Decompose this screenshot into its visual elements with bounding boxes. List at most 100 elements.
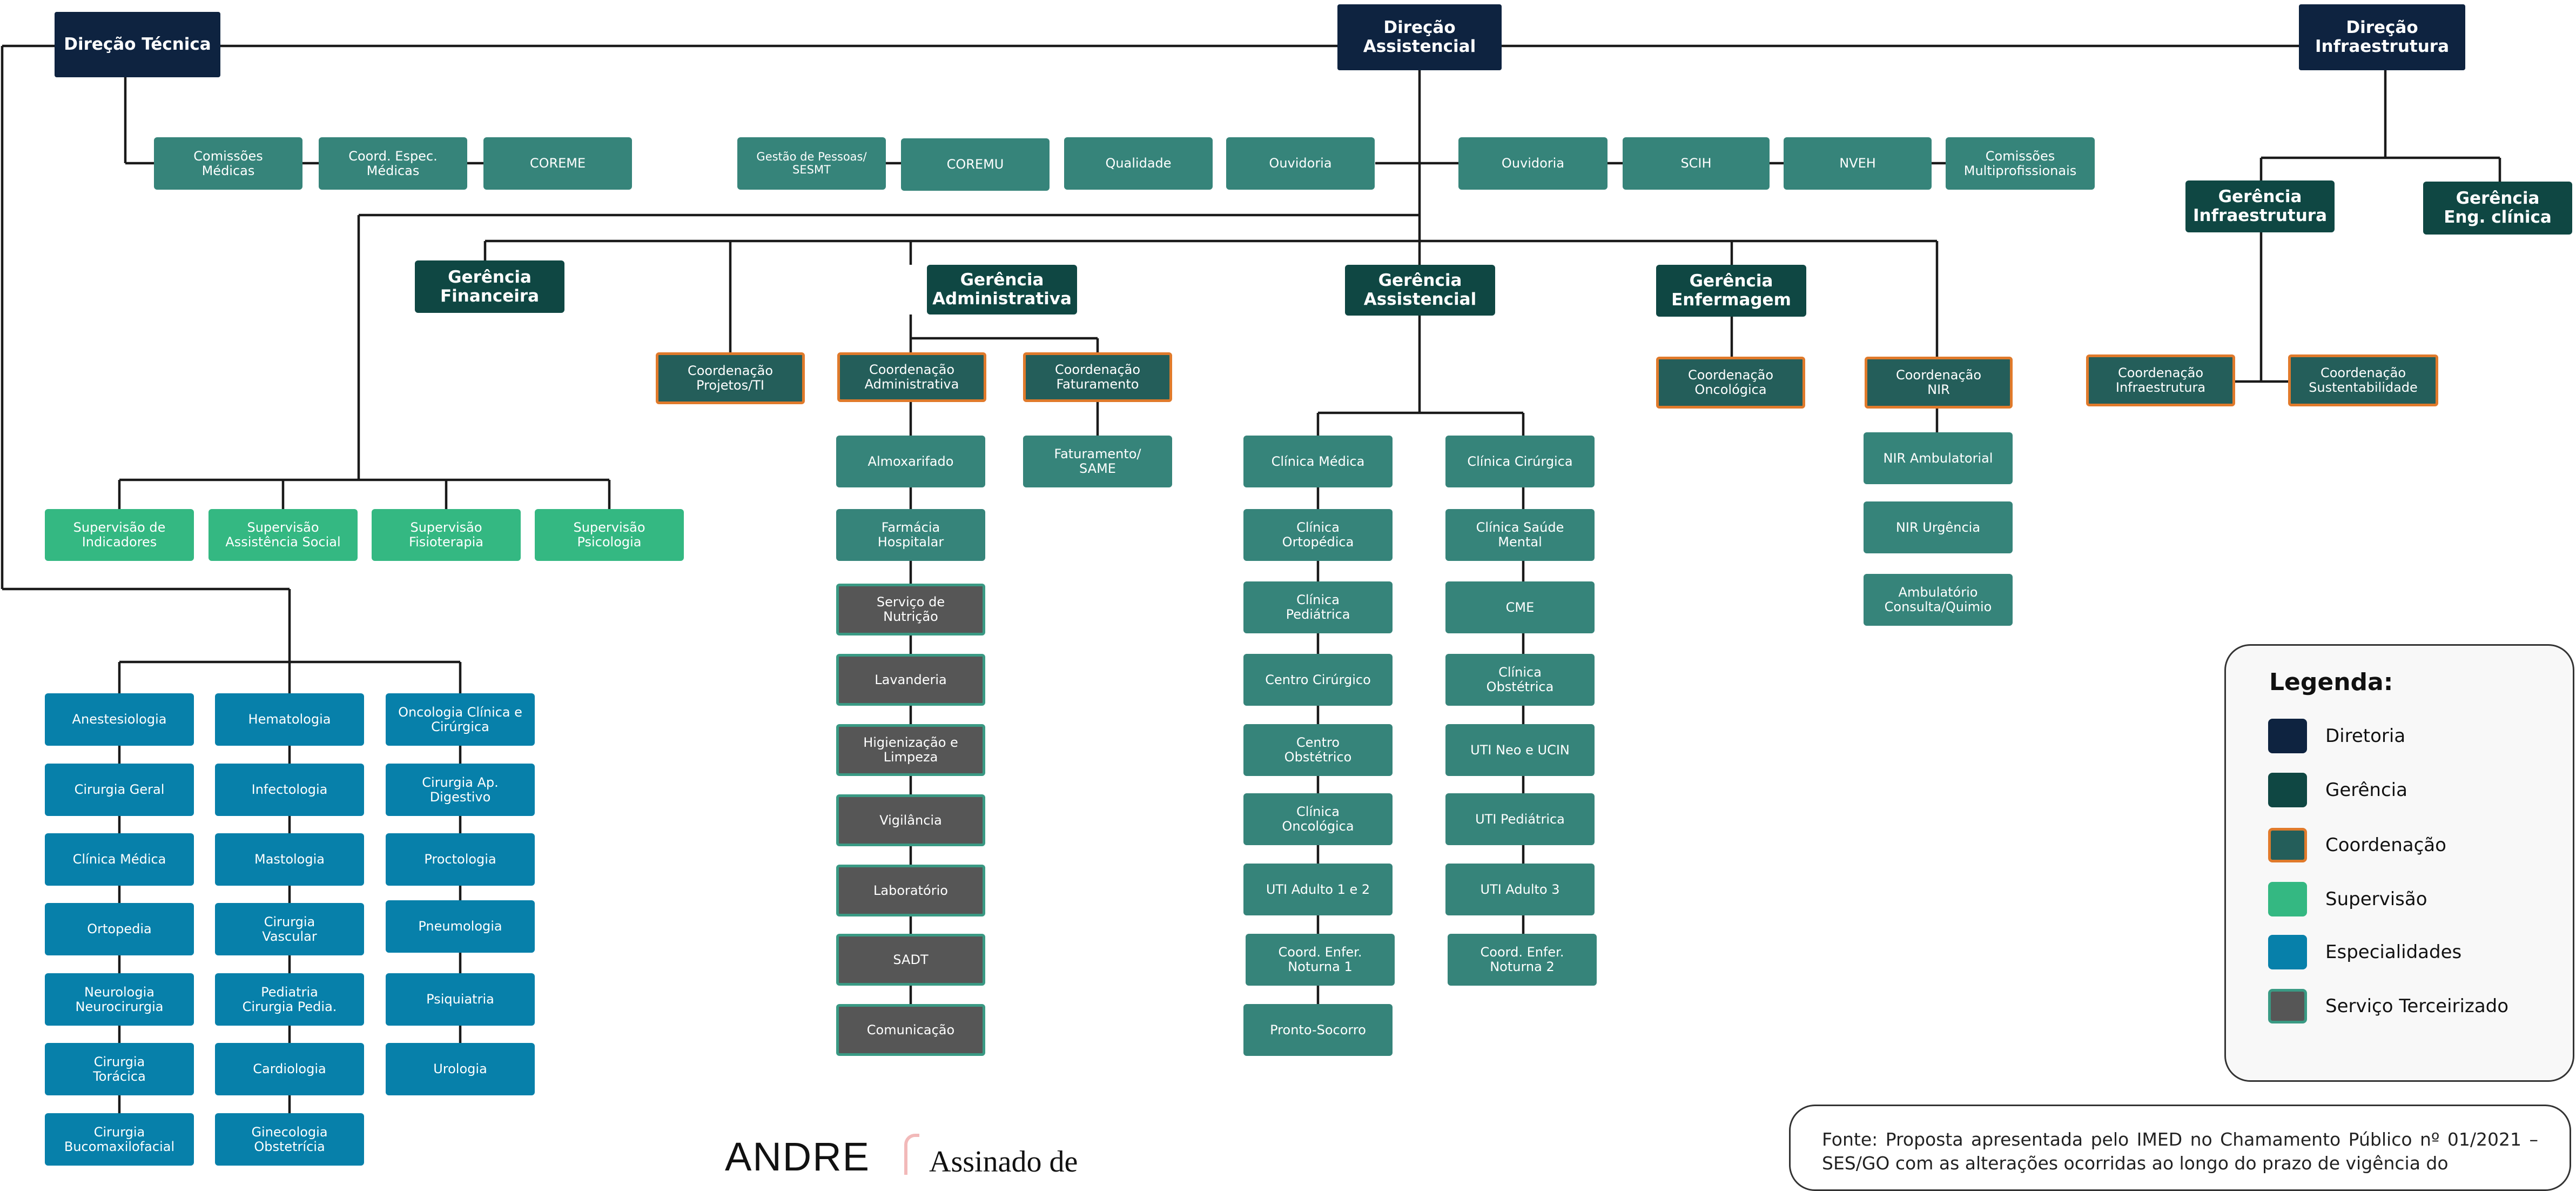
legend-item-servico-terceirizado: Serviço Terceirizado <box>2268 987 2508 1025</box>
especialidade-ginecologia: Ginecologia Obstetrícia <box>215 1113 364 1166</box>
legend-label: Supervisão <box>2325 888 2427 910</box>
setor-uti-adulto-3: UTI Adulto 3 <box>1445 864 1595 915</box>
especialidade-bucomaxilofacial: Cirurgia Bucomaxilofacial <box>45 1113 194 1166</box>
signature-name: ANDRE <box>725 1134 871 1179</box>
coordenacao-faturamento: Coordenação Faturamento <box>1023 352 1172 402</box>
terceirizado-sadt: SADT <box>836 934 985 986</box>
setor-uti-neo-ucin: UTI Neo e UCIN <box>1445 724 1595 776</box>
setor-coord-espec-medicas: Coord. Espec. Médicas <box>319 137 467 190</box>
setor-ouvidoria-1: Ouvidoria <box>1226 137 1375 190</box>
legend-item-diretoria: Diretoria <box>2268 717 2405 755</box>
setor-ouvidoria-2: Ouvidoria <box>1458 137 1608 190</box>
setor-comissoes-medicas: Comissões Médicas <box>154 137 302 190</box>
legend-label: Serviço Terceirizado <box>2325 995 2509 1017</box>
terceirizado-lavanderia: Lavanderia <box>836 654 985 706</box>
legend-item-supervisao: Supervisão <box>2268 880 2427 918</box>
setor-ambulatorio-consulta: Ambulatório Consulta/Quimio <box>1864 574 2013 626</box>
setor-cme: CME <box>1445 581 1595 633</box>
signature-mark-icon <box>904 1134 919 1175</box>
gerencia-infraestrutura: Gerência Infraestrutura <box>2185 180 2335 232</box>
setor-coord-enfer-noturna-2: Coord. Enfer. Noturna 2 <box>1448 934 1597 986</box>
coordenacao-sustentabilidade: Coordenação Sustentabilidade <box>2288 354 2438 406</box>
setor-nveh: NVEH <box>1784 137 1932 190</box>
gerencia-eng-clinica: Gerência Eng. clínica <box>2423 182 2572 235</box>
setor-clinica-cirurgica: Clínica Cirúrgica <box>1445 436 1595 487</box>
especialidade-cirurgia-toracica: Cirurgia Torácica <box>45 1043 194 1095</box>
especialidade-infectologia: Infectologia <box>215 764 364 816</box>
legend-label: Coordenação <box>2325 834 2446 856</box>
setor-coreme: COREME <box>483 137 632 190</box>
setor-uti-adulto-1-2: UTI Adulto 1 e 2 <box>1243 864 1393 915</box>
supervisao-indicadores: Supervisão de Indicadores <box>45 509 194 561</box>
especialidade-pediatria: Pediatria Cirurgia Pedia. <box>215 973 364 1026</box>
setor-centro-cirurgico: Centro Cirúrgico <box>1243 654 1393 706</box>
legend-label: Especialidades <box>2325 941 2462 963</box>
especialidade-cardiologia: Cardiologia <box>215 1043 364 1095</box>
coordenacao-oncologica: Coordenação Oncológica <box>1656 357 1805 409</box>
setor-gestao-pessoas: Gestão de Pessoas/ SESMT <box>737 137 886 190</box>
terceirizado-vigilancia: Vigilância <box>836 794 985 846</box>
terceirizado-higienizacao: Higienização e Limpeza <box>836 724 985 776</box>
especialidade-anestesiologia: Anestesiologia <box>45 693 194 746</box>
coordenacao-nir: Coordenação NIR <box>1865 357 2013 409</box>
setor-scih: SCIH <box>1623 137 1770 190</box>
especialidade-pneumologia: Pneumologia <box>386 900 535 953</box>
especialidade-mastologia: Mastologia <box>215 833 364 886</box>
legend-item-gerencia: Gerência <box>2268 771 2407 809</box>
setor-centro-obstetrico: Centro Obstétrico <box>1243 724 1393 776</box>
setor-qualidade: Qualidade <box>1064 137 1213 190</box>
legend-swatch <box>2268 935 2307 969</box>
signature-text: Assinado de <box>929 1145 1078 1179</box>
especialidade-neurologia: Neurologia Neurocirurgia <box>45 973 194 1026</box>
terceirizado-laboratorio: Laboratório <box>836 865 985 916</box>
setor-almoxarifado: Almoxarifado <box>836 436 985 487</box>
terceirizado-comunicacao: Comunicação <box>836 1004 985 1056</box>
setor-coremu: COREMU <box>901 138 1050 191</box>
setor-comissoes-multiprofissionais: Comissões Multiprofissionais <box>1946 137 2095 190</box>
source-note: Fonte: Proposta apresentada pelo IMED no… <box>1789 1105 2571 1191</box>
legend-swatch <box>2268 882 2307 916</box>
gerencia-assistencial: Gerência Assistencial <box>1345 265 1495 316</box>
setor-clinica-saude-mental: Clínica Saúde Mental <box>1445 509 1595 561</box>
legend-swatch <box>2268 989 2307 1023</box>
setor-faturamento-same: Faturamento/ SAME <box>1023 436 1172 487</box>
setor-clinica-ortopedica: Clínica Ortopédica <box>1243 509 1393 561</box>
setor-clinica-pediatrica: Clínica Pediátrica <box>1243 581 1393 633</box>
especialidade-psiquiatria: Psiquiatria <box>386 973 535 1026</box>
legend-item-coordenacao: Coordenação <box>2268 826 2446 864</box>
legend-label: Gerência <box>2325 779 2407 801</box>
legend: Legenda: Diretoria Gerência Coordenação … <box>2224 644 2574 1082</box>
legend-swatch <box>2268 828 2307 862</box>
setor-pronto-socorro: Pronto-Socorro <box>1243 1004 1393 1056</box>
especialidade-oncologia: Oncologia Clínica e Cirúrgica <box>386 693 535 746</box>
legend-swatch <box>2268 773 2307 807</box>
especialidade-ortopedia: Ortopedia <box>45 903 194 955</box>
coordenacao-administrativa: Coordenação Administrativa <box>837 352 986 402</box>
legend-swatch <box>2268 719 2307 753</box>
legend-label: Diretoria <box>2325 725 2406 747</box>
gerencia-enfermagem: Gerência Enfermagem <box>1656 265 1806 317</box>
setor-clinica-medica: Clínica Médica <box>1243 436 1393 487</box>
especialidade-urologia: Urologia <box>386 1043 535 1095</box>
setor-uti-pediatrica: UTI Pediátrica <box>1445 793 1595 845</box>
setor-clinica-oncologica: Clínica Oncológica <box>1243 793 1393 845</box>
gerencia-financeira: Gerência Financeira <box>415 260 564 313</box>
especialidade-proctologia: Proctologia <box>386 833 535 886</box>
legend-item-especialidades: Especialidades <box>2268 933 2461 971</box>
especialidade-cirurgia-geral: Cirurgia Geral <box>45 764 194 816</box>
especialidade-clinica-medica: Clínica Médica <box>45 833 194 886</box>
diretoria-assistencial: Direção Assistencial <box>1337 4 1502 70</box>
gerencia-administrativa: Gerência Administrativa <box>927 265 1077 315</box>
legend-title: Legenda: <box>2269 668 2393 696</box>
supervisao-fisioterapia: Supervisão Fisioterapia <box>372 509 521 561</box>
setor-clinica-obstetrica: Clínica Obstétrica <box>1445 654 1595 706</box>
setor-nir-ambulatorial: NIR Ambulatorial <box>1864 432 2013 484</box>
especialidade-cirurgia-vascular: Cirurgia Vascular <box>215 903 364 955</box>
setor-nir-urgencia: NIR Urgência <box>1864 501 2013 553</box>
setor-farmacia-hospitalar: Farmácia Hospitalar <box>836 509 985 561</box>
diretoria-tecnica: Direção Técnica <box>55 12 220 77</box>
terceirizado-nutricao: Serviço de Nutrição <box>836 584 985 635</box>
especialidade-hematologia: Hematologia <box>215 693 364 746</box>
